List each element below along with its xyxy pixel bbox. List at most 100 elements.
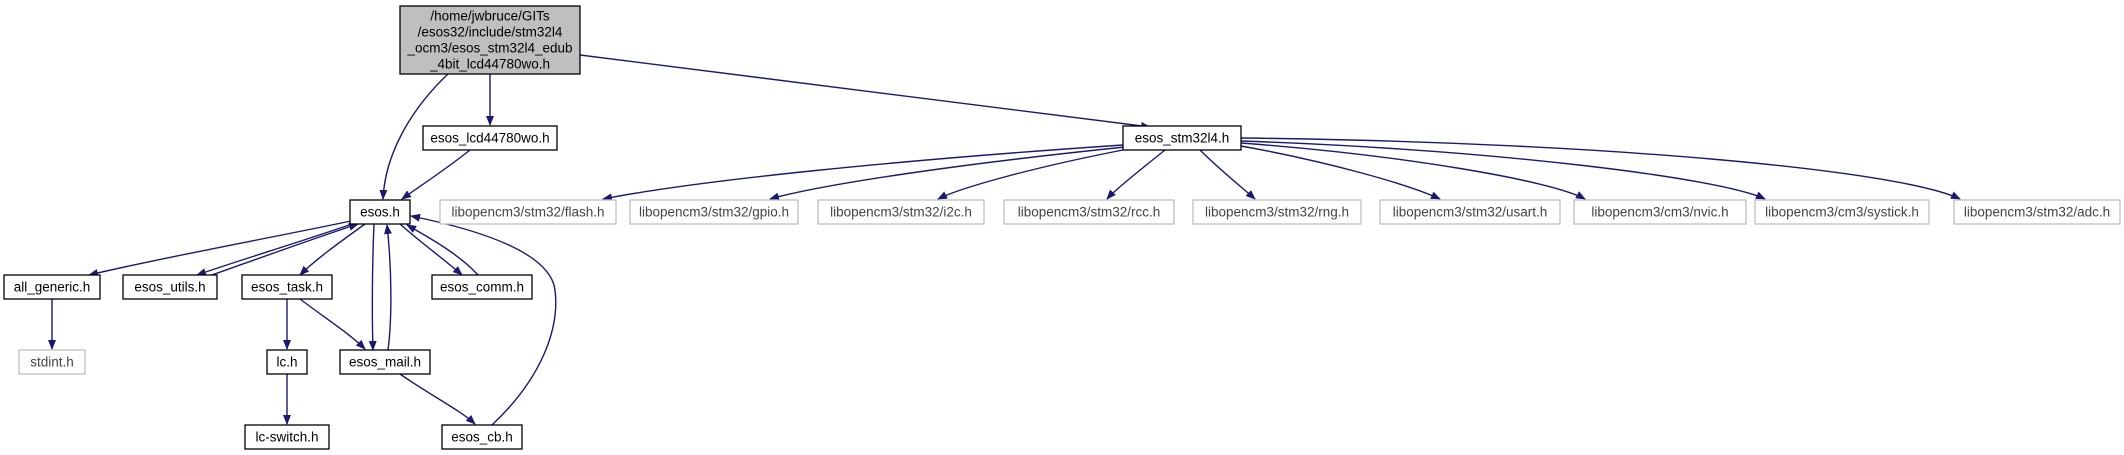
edge-arrow	[196, 223, 353, 276]
node-esos[interactable]: esos.h	[349, 199, 411, 225]
edge-arrow	[399, 373, 476, 425]
edge-esos-to-comm	[399, 223, 463, 276]
node-label: libopencm3/stm32/i2c.h	[830, 204, 972, 219]
edge-stm32l4-to-systick	[1240, 140, 1766, 200]
node-box	[266, 349, 308, 375]
node-label: _4bit_lcd44780wo.h	[429, 56, 550, 71]
node-lcswitch[interactable]: lc-switch.h	[244, 424, 330, 450]
node-box	[241, 274, 333, 300]
node-label: esos_utils.h	[134, 279, 205, 294]
edge-arrow	[399, 223, 463, 276]
edge-arrow	[1240, 137, 1961, 200]
node-comm[interactable]: esos_comm.h	[431, 274, 533, 300]
node-box	[1953, 199, 2121, 225]
edge-arrow	[88, 220, 352, 277]
edge-arrow	[1240, 140, 1766, 200]
edge-arrow	[299, 298, 366, 350]
edge-lcd-to-esos	[401, 149, 471, 200]
node-box	[439, 199, 617, 225]
node-systick: libopencm3/cm3/systick.h	[1754, 199, 1930, 225]
edge-esos-to-utils	[196, 223, 353, 276]
node-label: all_generic.h	[14, 279, 91, 294]
edge-stm32l4-to-nvic	[1240, 142, 1586, 200]
node-label: libopencm3/stm32/rcc.h	[1018, 204, 1161, 219]
edge-stm32l4-to-gpio	[769, 146, 1126, 201]
edge-arrow	[1240, 145, 1441, 200]
node-root[interactable]: /home/jwbruce/GITs/esos32/include/stm32l…	[399, 5, 581, 75]
node-cb[interactable]: esos_cb.h	[441, 424, 523, 450]
node-nvic: libopencm3/cm3/nvic.h	[1573, 199, 1747, 225]
node-adc: libopencm3/stm32/adc.h	[1953, 199, 2121, 225]
edge-utils-to-esos	[211, 222, 359, 276]
edge-cb-to-esos	[410, 213, 557, 426]
node-box	[3, 274, 101, 300]
node-label: esos_task.h	[251, 279, 323, 294]
node-box	[1754, 199, 1930, 225]
node-box	[1122, 125, 1242, 151]
node-label: stdint.h	[30, 354, 74, 369]
node-box	[1003, 199, 1175, 225]
node-stm32l4[interactable]: esos_stm32l4.h	[1122, 125, 1242, 151]
node-box	[1192, 199, 1362, 225]
node-flash: libopencm3/stm32/flash.h	[439, 199, 617, 225]
node-task[interactable]: esos_task.h	[241, 274, 333, 300]
node-lcd[interactable]: esos_lcd44780wo.h	[422, 125, 558, 151]
node-label: esos_cb.h	[451, 429, 513, 444]
edge-root-to-stm32l4	[579, 54, 1151, 130]
node-label: /home/jwbruce/GITs	[430, 8, 550, 23]
node-all_generic[interactable]: all_generic.h	[3, 274, 101, 300]
node-box	[349, 199, 411, 225]
node-label: libopencm3/cm3/nvic.h	[1591, 204, 1728, 219]
node-label: esos_lcd44780wo.h	[430, 130, 549, 145]
edge-stm32l4-to-flash	[602, 144, 1124, 202]
edge-root-to-esos	[379, 73, 449, 200]
edge-stm32l4-to-rcc	[1106, 149, 1166, 200]
edge-arrow	[1240, 142, 1586, 200]
node-box	[399, 5, 581, 75]
edge-arrow	[937, 148, 1129, 200]
edge-arrow	[299, 223, 366, 276]
edge-arrow	[368, 223, 377, 351]
edge-arrow	[384, 224, 392, 351]
node-gpio: libopencm3/stm32/gpio.h	[629, 199, 799, 225]
edge-esos-to-mail	[368, 223, 377, 351]
edge-stm32l4-to-i2c	[937, 148, 1129, 200]
node-box	[1379, 199, 1561, 225]
node-utils[interactable]: esos_utils.h	[122, 274, 218, 300]
node-label: libopencm3/cm3/systick.h	[1765, 204, 1919, 219]
edge-arrow	[579, 54, 1151, 130]
edge-esos-to-task	[299, 223, 366, 276]
node-box	[18, 349, 86, 375]
edge-arrow	[406, 224, 479, 276]
node-label: libopencm3/stm32/rng.h	[1205, 204, 1349, 219]
node-label: lc-switch.h	[255, 429, 318, 444]
edge-arrow	[211, 222, 359, 276]
node-label: _ocm3/esos_stm32l4_edub	[406, 40, 572, 55]
node-label: libopencm3/stm32/flash.h	[451, 204, 604, 219]
node-label: /esos32/include/stm32l4	[418, 24, 563, 39]
node-label: esos.h	[360, 204, 400, 219]
edge-mail-to-esos	[384, 224, 392, 351]
nodes: /home/jwbruce/GITs/esos32/include/stm32l…	[3, 5, 2121, 450]
node-rcc: libopencm3/stm32/rcc.h	[1003, 199, 1175, 225]
edge-arrow	[401, 149, 471, 200]
node-box	[339, 349, 431, 375]
node-box	[122, 274, 218, 300]
node-box	[817, 199, 985, 225]
node-rng: libopencm3/stm32/rng.h	[1192, 199, 1362, 225]
node-box	[1573, 199, 1747, 225]
edge-arrow	[1199, 149, 1256, 200]
node-i2c: libopencm3/stm32/i2c.h	[817, 199, 985, 225]
node-mail[interactable]: esos_mail.h	[339, 349, 431, 375]
node-lc[interactable]: lc.h	[266, 349, 308, 375]
node-label: libopencm3/stm32/usart.h	[1393, 204, 1548, 219]
node-label: esos_mail.h	[349, 354, 421, 369]
edge-mail-to-cb	[399, 373, 476, 425]
node-box	[629, 199, 799, 225]
node-label: libopencm3/stm32/adc.h	[1964, 204, 2110, 219]
edge-arrow	[410, 213, 557, 426]
node-label: esos_stm32l4.h	[1135, 130, 1230, 145]
edges	[48, 54, 1961, 426]
node-label: lc.h	[276, 354, 297, 369]
